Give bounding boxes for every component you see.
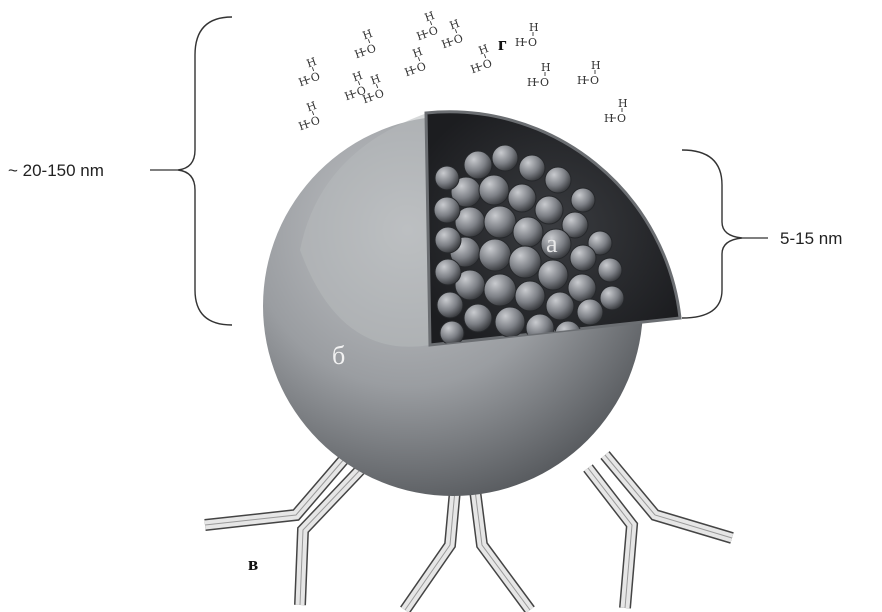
core-particle	[464, 304, 492, 332]
core-label: а	[546, 229, 558, 258]
svg-text:H: H	[305, 55, 318, 70]
outer-size-brace	[178, 17, 232, 325]
antibody	[588, 468, 632, 608]
antibody	[475, 490, 530, 610]
svg-text:H: H	[343, 88, 356, 103]
svg-text:O: O	[309, 70, 322, 85]
water-molecule: HOH	[410, 9, 442, 43]
core-particle	[508, 184, 536, 212]
core-particle	[435, 259, 461, 285]
water-molecule: HOH	[398, 45, 430, 79]
svg-text:H: H	[604, 112, 614, 125]
svg-text:H: H	[423, 9, 436, 24]
core-particle	[535, 196, 563, 224]
core-particle	[484, 274, 516, 306]
shell-label: б	[332, 341, 345, 370]
svg-text:H: H	[403, 64, 416, 79]
core-particle	[492, 145, 518, 171]
antibody	[300, 470, 360, 605]
water-molecule: HOH	[527, 61, 551, 89]
core-particle	[571, 188, 595, 212]
water-label: г	[498, 34, 507, 55]
svg-text:H: H	[541, 61, 551, 74]
core-particle	[509, 246, 541, 278]
svg-text:O: O	[373, 87, 386, 102]
svg-text:H: H	[477, 42, 490, 57]
core-particle	[484, 206, 516, 238]
core-particle	[598, 258, 622, 282]
svg-text:H: H	[351, 69, 364, 84]
core-particle	[568, 274, 596, 302]
svg-text:O: O	[617, 112, 626, 125]
svg-text:H: H	[297, 74, 310, 89]
core-particle	[437, 292, 463, 318]
core-size-brace	[682, 150, 742, 318]
core-particle	[600, 286, 624, 310]
svg-text:O: O	[365, 42, 378, 57]
svg-text:O: O	[590, 74, 599, 87]
core-particle	[479, 239, 511, 271]
svg-text:H: H	[577, 74, 587, 87]
core-particle	[513, 217, 543, 247]
core-particle	[545, 167, 571, 193]
core-size-label: 5-15 nm	[780, 229, 842, 248]
core-particle	[435, 227, 461, 253]
svg-text:H: H	[411, 45, 424, 60]
core-particle	[546, 292, 574, 320]
svg-text:H: H	[305, 99, 318, 114]
core-particle	[434, 197, 460, 223]
svg-text:H: H	[618, 97, 628, 110]
core-particle	[570, 245, 596, 271]
svg-text:H: H	[529, 21, 539, 34]
svg-text:H: H	[440, 36, 453, 51]
svg-text:O: O	[481, 57, 494, 72]
svg-text:O: O	[415, 60, 428, 75]
svg-text:H: H	[527, 76, 537, 89]
svg-text:H: H	[469, 61, 482, 76]
antibody-label: в	[248, 554, 258, 575]
svg-text:H: H	[353, 46, 366, 61]
svg-text:H: H	[515, 36, 525, 49]
core-particle	[479, 175, 509, 205]
svg-text:O: O	[540, 76, 549, 89]
core-particle	[495, 307, 525, 337]
svg-text:O: O	[452, 32, 465, 47]
svg-text:H: H	[415, 28, 428, 43]
core-particle	[440, 321, 464, 345]
outer-size-label: ~ 20-150 nm	[8, 161, 104, 180]
core-particle	[538, 260, 568, 290]
svg-text:O: O	[528, 36, 537, 49]
core-particle	[577, 299, 603, 325]
core-particle	[519, 155, 545, 181]
svg-text:H: H	[361, 27, 374, 42]
water-molecule: HOH	[435, 17, 467, 51]
antibody	[605, 455, 732, 538]
svg-text:H: H	[361, 91, 374, 106]
core-particle	[435, 166, 459, 190]
svg-text:H: H	[591, 59, 601, 72]
antibody	[405, 490, 455, 610]
svg-text:H: H	[297, 118, 310, 133]
svg-text:O: O	[309, 114, 322, 129]
water-molecule: HOH	[464, 42, 496, 76]
svg-text:H: H	[448, 17, 461, 32]
svg-text:H: H	[369, 72, 382, 87]
water-molecule: HOH	[292, 99, 324, 133]
svg-text:O: O	[427, 24, 440, 39]
water-molecule: HOH	[292, 55, 324, 89]
water-molecule: HOH	[348, 27, 380, 61]
core-particle	[464, 151, 492, 179]
core-particle	[515, 281, 545, 311]
